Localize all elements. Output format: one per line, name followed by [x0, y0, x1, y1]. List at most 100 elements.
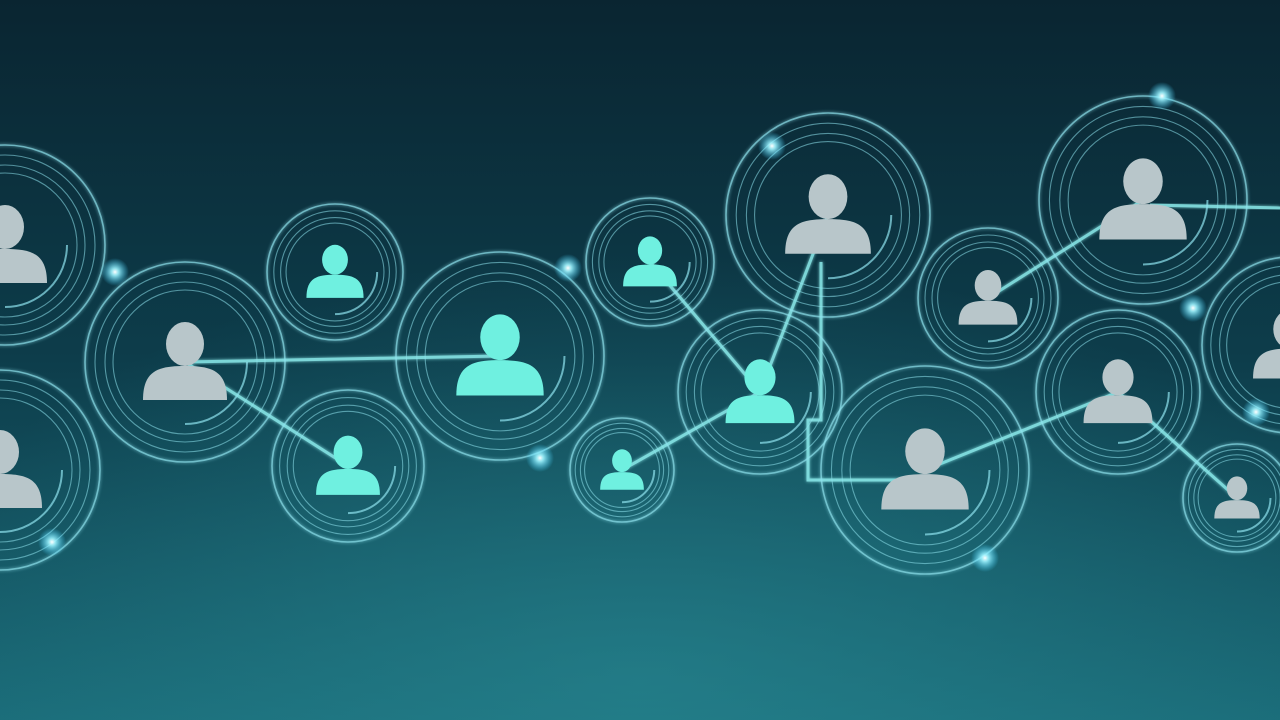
node-ring — [0, 144, 106, 346]
node-ring — [1182, 443, 1280, 553]
person-node — [1035, 309, 1201, 475]
node-arc — [347, 465, 397, 515]
node-ring — [584, 432, 660, 508]
node-ring — [917, 227, 1059, 369]
person-node — [677, 309, 843, 475]
light-spark — [1242, 398, 1270, 426]
node-ring — [1059, 116, 1227, 284]
node-arc — [621, 469, 656, 504]
node-ring — [931, 241, 1045, 355]
node-ring — [1043, 317, 1193, 467]
person-icon — [623, 236, 677, 287]
person-icon — [316, 435, 380, 495]
node-ring — [591, 203, 709, 321]
person-node — [1038, 95, 1248, 305]
node-ring — [0, 397, 73, 543]
node-ring — [685, 317, 835, 467]
node-ring — [1048, 105, 1238, 295]
node-ring — [830, 375, 1020, 565]
person-icon — [881, 428, 969, 510]
node-ring — [84, 261, 286, 463]
light-spark — [1179, 294, 1207, 322]
person-node — [0, 144, 106, 346]
node-arc — [334, 271, 379, 316]
light-spark — [101, 258, 129, 286]
node-ring — [279, 397, 417, 535]
node-arc — [1142, 199, 1209, 266]
node-ring — [405, 261, 595, 451]
node-ring — [849, 394, 1001, 546]
node-ring — [937, 247, 1039, 349]
connection-line — [183, 354, 502, 364]
node-ring — [1067, 124, 1219, 276]
node-ring — [0, 369, 101, 571]
person-node — [569, 417, 675, 523]
connection-line — [1149, 203, 1280, 210]
node-ring — [0, 379, 91, 561]
node-ring — [598, 210, 702, 314]
node-arc — [924, 469, 991, 536]
person-icon — [456, 314, 544, 396]
node-arc — [1236, 497, 1272, 533]
person-node — [0, 369, 101, 571]
node-ring — [416, 272, 584, 440]
person-icon — [143, 322, 227, 400]
node-ring — [424, 280, 576, 432]
person-nodes — [0, 95, 1280, 575]
person-icon — [958, 270, 1018, 325]
person-node — [1182, 443, 1280, 553]
node-ring — [820, 365, 1030, 575]
node-ring — [104, 281, 266, 443]
node-ring — [285, 222, 385, 322]
light-spark — [38, 528, 66, 556]
node-ring — [1035, 309, 1201, 475]
node-ring — [1058, 332, 1178, 452]
person-node — [1201, 256, 1280, 434]
node-ring — [395, 251, 605, 461]
person-icon — [1083, 359, 1153, 424]
node-ring — [569, 417, 675, 523]
node-ring — [112, 289, 258, 435]
light-spark — [554, 254, 582, 282]
node-ring — [754, 141, 902, 289]
node-ring — [1210, 265, 1280, 425]
node-ring — [1226, 281, 1280, 409]
person-icon — [785, 174, 871, 254]
node-ring — [693, 325, 827, 459]
light-spark — [526, 444, 554, 472]
person-icon — [306, 244, 364, 298]
person-icon — [600, 449, 644, 490]
node-arc — [649, 261, 691, 303]
node-arc — [184, 361, 248, 425]
node-arc — [4, 244, 68, 308]
node-ring — [735, 122, 921, 308]
node-ring — [266, 203, 404, 341]
node-ring — [700, 332, 820, 452]
node-ring — [745, 132, 911, 298]
node-ring — [1197, 458, 1277, 538]
node-arc — [759, 391, 812, 444]
node-ring — [579, 427, 665, 513]
light-sparks — [38, 82, 1270, 572]
node-ring — [603, 215, 697, 309]
person-icon — [1214, 476, 1260, 519]
person-icon — [0, 205, 47, 283]
light-spark — [971, 544, 999, 572]
node-ring — [273, 210, 397, 334]
node-arc — [1117, 391, 1170, 444]
node-ring — [271, 389, 425, 543]
person-node — [266, 203, 404, 341]
person-node — [585, 197, 715, 327]
person-node — [271, 389, 425, 543]
person-node — [395, 251, 605, 461]
person-icon — [1253, 313, 1280, 379]
light-spark — [758, 132, 786, 160]
node-ring — [1038, 95, 1248, 305]
node-ring — [0, 389, 81, 551]
node-ring — [286, 404, 410, 528]
light-spark — [1148, 82, 1176, 110]
person-node — [725, 112, 931, 318]
node-ring — [292, 410, 404, 522]
node-ring — [841, 386, 1009, 554]
